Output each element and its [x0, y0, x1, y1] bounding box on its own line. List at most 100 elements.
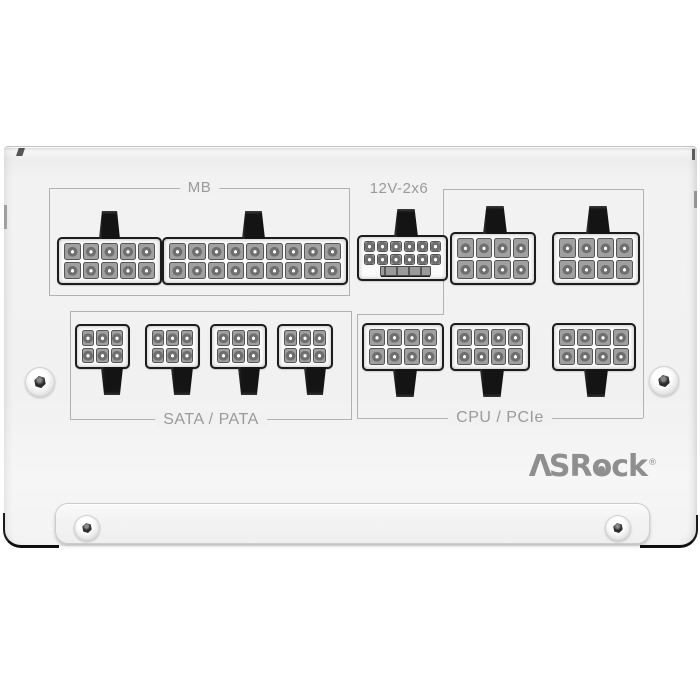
- pin-socket: [101, 262, 118, 279]
- pin-socket: [369, 329, 385, 346]
- pin-socket: [386, 329, 402, 346]
- mb-18pin-clip-tab: [242, 211, 265, 239]
- pin-socket: [304, 243, 322, 260]
- pin-socket: [404, 329, 420, 346]
- pin-socket: [247, 330, 260, 346]
- pin-socket: [232, 330, 245, 346]
- pin-socket: [110, 330, 123, 346]
- sata-1-clip-tab: [101, 367, 123, 395]
- pin-socket: [313, 347, 326, 363]
- pin-socket: [138, 262, 155, 279]
- cpu-group-outline-bottom: CPU / PCIe: [357, 409, 643, 427]
- pin-grid: [217, 330, 260, 363]
- pin-socket: [207, 262, 225, 279]
- sata-connector-1: [75, 324, 130, 395]
- pin-socket: [421, 348, 437, 365]
- fascia-screw-right: [605, 515, 631, 541]
- panel-screw-right: [649, 366, 679, 396]
- pin-socket: [494, 238, 511, 258]
- bottom-fascia-panel: [55, 503, 650, 544]
- pin-socket: [595, 329, 611, 346]
- pin-socket: [597, 238, 614, 258]
- pin-socket: [616, 259, 633, 279]
- cpu-pcie-3-clip-tab: [584, 369, 608, 397]
- pin-socket: [227, 262, 245, 279]
- sata-2-clip-tab: [171, 367, 193, 395]
- pin-socket: [494, 259, 511, 279]
- pin-socket: [457, 238, 474, 258]
- pin-socket: [559, 238, 576, 258]
- pin-socket: [508, 329, 523, 346]
- pin-socket: [82, 347, 95, 363]
- pin-socket: [119, 243, 137, 260]
- screw-socket: [32, 374, 47, 389]
- pin-grid: [284, 330, 326, 363]
- pin-socket: [247, 347, 260, 363]
- pin-socket: [613, 348, 629, 365]
- pin-socket: [169, 262, 187, 279]
- pin-socket: [416, 254, 428, 265]
- pin-socket: [152, 330, 165, 346]
- pin-socket: [64, 262, 81, 279]
- pin-socket: [166, 330, 179, 346]
- cpu-pcie-group-label: CPU / PCIe: [448, 409, 552, 427]
- mb-18pin-connector: [162, 211, 348, 285]
- pin-socket: [577, 348, 593, 365]
- pin-socket: [474, 329, 489, 346]
- pin-socket: [386, 348, 402, 365]
- pin-socket: [313, 330, 326, 346]
- pin-grid: [369, 329, 437, 365]
- pin-socket: [64, 243, 81, 260]
- pin-socket: [377, 254, 389, 265]
- asrock-logo-o: o: [591, 449, 613, 484]
- chassis-edge-mark-left: [4, 205, 7, 229]
- psu-chassis-panel: MB SATA / PATA 12V-2x6 CPU / PCIe: [3, 146, 698, 548]
- pin-socket: [285, 243, 303, 260]
- pin-socket: [166, 347, 179, 363]
- mb-group-label: MB: [179, 179, 220, 197]
- eight-pin-a-clip-tab: [483, 206, 507, 234]
- pin-socket: [169, 243, 187, 260]
- pin-socket: [595, 348, 611, 365]
- pin-socket: [323, 243, 341, 260]
- eight-pin-connector-b: [552, 206, 640, 285]
- sata-connector-3: [210, 324, 267, 395]
- pin-socket: [577, 329, 593, 346]
- pin-socket: [403, 241, 415, 252]
- pin-socket: [82, 330, 95, 346]
- pin-socket: [110, 347, 123, 363]
- eight-pin-b-clip-tab: [586, 206, 610, 234]
- screw-socket: [656, 373, 671, 388]
- pin-socket: [304, 262, 322, 279]
- cpu-pcie-2-clip-tab: [480, 369, 504, 397]
- pin-socket: [491, 329, 506, 346]
- sata-pata-group-label: SATA / PATA: [155, 411, 267, 429]
- chassis-edge-tick-top-left: [16, 148, 25, 156]
- sata-4-clip-tab: [304, 367, 326, 395]
- panel-screw-left: [25, 367, 55, 397]
- pin-socket: [152, 347, 165, 363]
- cpu-pcie-connector-2: [450, 323, 530, 397]
- twelve-v-2x6-group-label: 12V-2x6: [369, 180, 429, 197]
- pin-socket: [284, 347, 297, 363]
- pin-socket: [188, 243, 206, 260]
- pin-socket: [101, 243, 118, 260]
- pin-socket: [364, 254, 376, 265]
- cpu-pcie-connector-1: [362, 323, 444, 397]
- pin-socket: [475, 238, 492, 258]
- chassis-edge-mark-right: [694, 191, 697, 208]
- pin-socket: [180, 330, 193, 346]
- pin-socket: [512, 259, 529, 279]
- pin-socket: [559, 329, 575, 346]
- pin-socket: [298, 347, 312, 363]
- pin-grid: [169, 243, 341, 279]
- pin-socket: [613, 329, 629, 346]
- pin-grid: [457, 329, 523, 365]
- eight-pin-connector-a: [450, 206, 536, 285]
- pin-socket: [457, 348, 472, 365]
- registered-trademark-symbol: ®: [648, 458, 657, 468]
- pin-grid: [152, 330, 193, 363]
- pin-socket: [429, 241, 441, 252]
- sata-3-clip-tab: [238, 367, 260, 395]
